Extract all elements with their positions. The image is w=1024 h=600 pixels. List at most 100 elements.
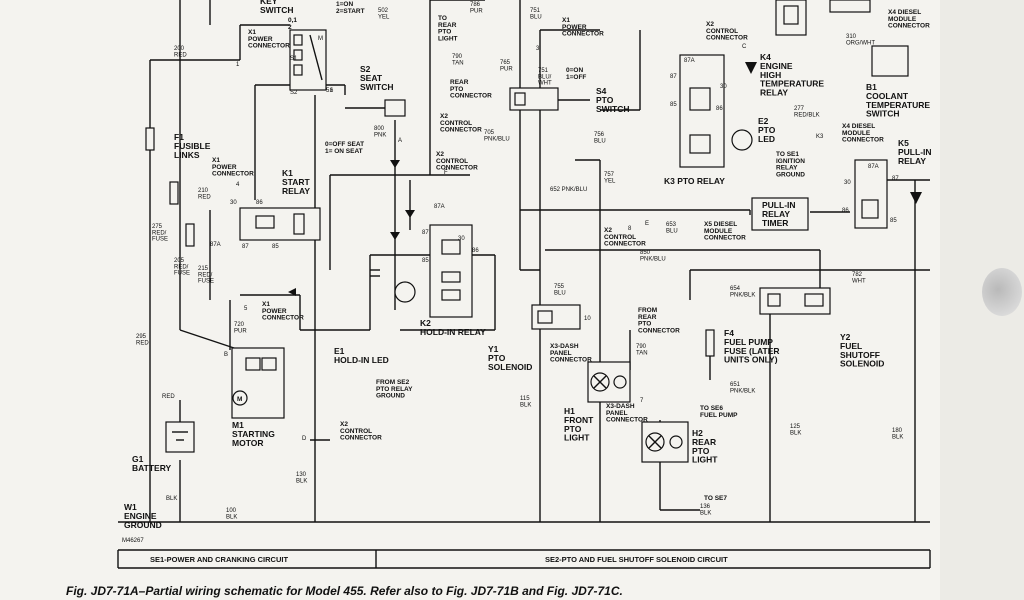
wire-trunks: [149, 0, 930, 522]
label-m46267: M46267: [122, 538, 144, 544]
h1-front-pto-light-body: [587, 361, 631, 403]
pin-k5-86: 86: [842, 208, 849, 214]
pin-s1: S1: [290, 56, 298, 62]
m1-starting-motor-body: M: [231, 347, 285, 419]
label-red: RED: [162, 394, 175, 400]
pin-5: 5: [244, 306, 248, 312]
pull-in-relay-timer-body: [751, 197, 809, 231]
pin-10: 10: [584, 316, 591, 322]
pin-k1-86: 86: [256, 200, 263, 206]
pin-k1-87a: 87A: [210, 242, 221, 248]
pin-k2-86: 86: [472, 248, 479, 254]
pin-k1-87: 87: [242, 244, 249, 250]
pin-k2-87a: 87A: [434, 204, 445, 210]
pin-k3-30: 30: [720, 84, 727, 90]
pin-k3-87a: 87A: [684, 58, 695, 64]
pin-m: M: [318, 36, 323, 42]
pin-a: A: [398, 138, 402, 144]
k4-k5-relay-bodies: [775, 0, 922, 229]
pin-6: 6: [330, 88, 334, 94]
y1-pto-solenoid-body: [531, 304, 581, 330]
binder-hole: [982, 268, 1022, 316]
label-k3-pto-relay: K3 PTO RELAY: [664, 176, 725, 186]
pin-k1-30: 30: [230, 200, 237, 206]
pin-k2-87: 87: [422, 230, 429, 236]
h2-rear-pto-light-body: [641, 421, 689, 463]
pin-c: C: [742, 44, 747, 50]
footer-circuit-se2: SE2-PTO AND FUEL SHUTOFF SOLENOID CIRCUI…: [545, 555, 728, 564]
svg-text:M: M: [237, 396, 242, 403]
pin-k3-85: 85: [670, 102, 677, 108]
pin-k2-85: 85: [422, 258, 429, 264]
pin-4: 4: [236, 182, 240, 188]
pin-b: B: [224, 352, 228, 358]
ground-bus: [117, 521, 931, 569]
k3-pto-relay-body: [679, 54, 757, 168]
footer-circuit-se1: SE1-POWER AND CRANKING CIRCUIT: [150, 555, 288, 564]
label-blk: BLK: [166, 496, 177, 502]
pin-7: 7: [640, 398, 644, 404]
pin-d: D: [302, 436, 307, 442]
k1-start-relay-body: [239, 207, 321, 241]
k2-hold-in-relay-body: [429, 224, 473, 318]
key-switch-block: [289, 29, 327, 91]
pin-8: 8: [628, 226, 632, 232]
